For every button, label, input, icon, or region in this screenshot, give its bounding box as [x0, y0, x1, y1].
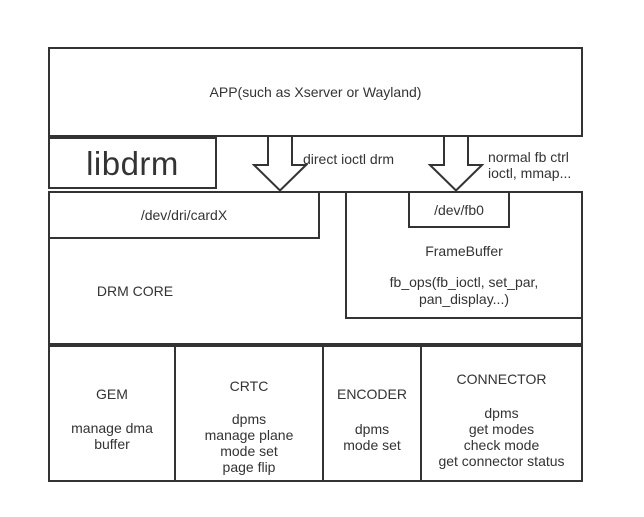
framebuffer-ops-line1: fb_ops(fb_ioctl, set_par,	[389, 274, 539, 290]
crtc-line: page flip	[222, 459, 276, 475]
encoder-line: dpms	[354, 421, 390, 437]
dev-fb0-label: /dev/fb0	[434, 201, 484, 218]
connector-line: dpms	[484, 405, 519, 421]
gem-title: GEM	[96, 386, 128, 402]
app-box: APP(such as Xserver or Wayland)	[48, 47, 583, 137]
connector-line: check mode	[463, 437, 540, 453]
libdrm-box: libdrm	[48, 137, 217, 189]
encoder-body: dpms mode set	[324, 421, 420, 453]
encoder-cell: ENCODER dpms mode set	[322, 347, 420, 480]
connector-body: dpms get modes check mode get connector …	[422, 405, 581, 469]
dev-dri-cardx-label: /dev/dri/cardX	[140, 207, 228, 223]
crtc-line: dpms	[231, 411, 267, 427]
libdrm-label: libdrm	[86, 144, 179, 182]
drm-modules-row: GEM manage dma buffer CRTC dpms manage p…	[48, 345, 583, 482]
down-arrow-icon	[428, 137, 484, 192]
connector-title: CONNECTOR	[456, 371, 547, 387]
framebuffer-ops: fb_ops(fb_ioctl, set_par, pan_display...…	[347, 274, 581, 308]
gem-body: manage dma buffer	[50, 420, 174, 452]
dev-dri-cardx-box: /dev/dri/cardX	[48, 191, 320, 239]
connector-cell: CONNECTOR dpms get modes check mode get …	[420, 347, 581, 480]
gem-line: manage dma	[71, 420, 153, 436]
normal-fb-annotation-line2: ioctl, mmap...	[488, 164, 572, 181]
crtc-title: CRTC	[229, 378, 269, 394]
down-arrow-icon	[252, 137, 308, 192]
crtc-cell: CRTC dpms manage plane mode set page fli…	[174, 347, 322, 480]
gem-line: buffer	[94, 436, 130, 452]
encoder-line: mode set	[343, 437, 401, 453]
crtc-line: manage plane	[204, 427, 294, 443]
crtc-body: dpms manage plane mode set page flip	[176, 411, 322, 475]
crtc-line: mode set	[220, 443, 278, 459]
normal-fb-annotation-line1: normal fb ctrl	[488, 149, 569, 165]
direct-ioctl-annotation: direct ioctl drm	[303, 151, 395, 167]
dev-fb0-box: /dev/fb0	[408, 191, 510, 228]
connector-line: get connector status	[438, 453, 565, 469]
framebuffer-ops-line2: pan_display...)	[418, 291, 509, 307]
encoder-title: ENCODER	[336, 386, 407, 402]
normal-fb-annotation: normal fb ctrl ioctl, mmap...	[488, 149, 572, 181]
framebuffer-box: FrameBuffer fb_ops(fb_ioctl, set_par, pa…	[345, 191, 583, 319]
app-label: APP(such as Xserver or Wayland)	[209, 84, 422, 100]
framebuffer-title: FrameBuffer	[425, 243, 503, 259]
drm-core-label: DRM CORE	[96, 283, 174, 299]
gem-cell: GEM manage dma buffer	[50, 347, 174, 480]
connector-line: get modes	[468, 421, 535, 437]
